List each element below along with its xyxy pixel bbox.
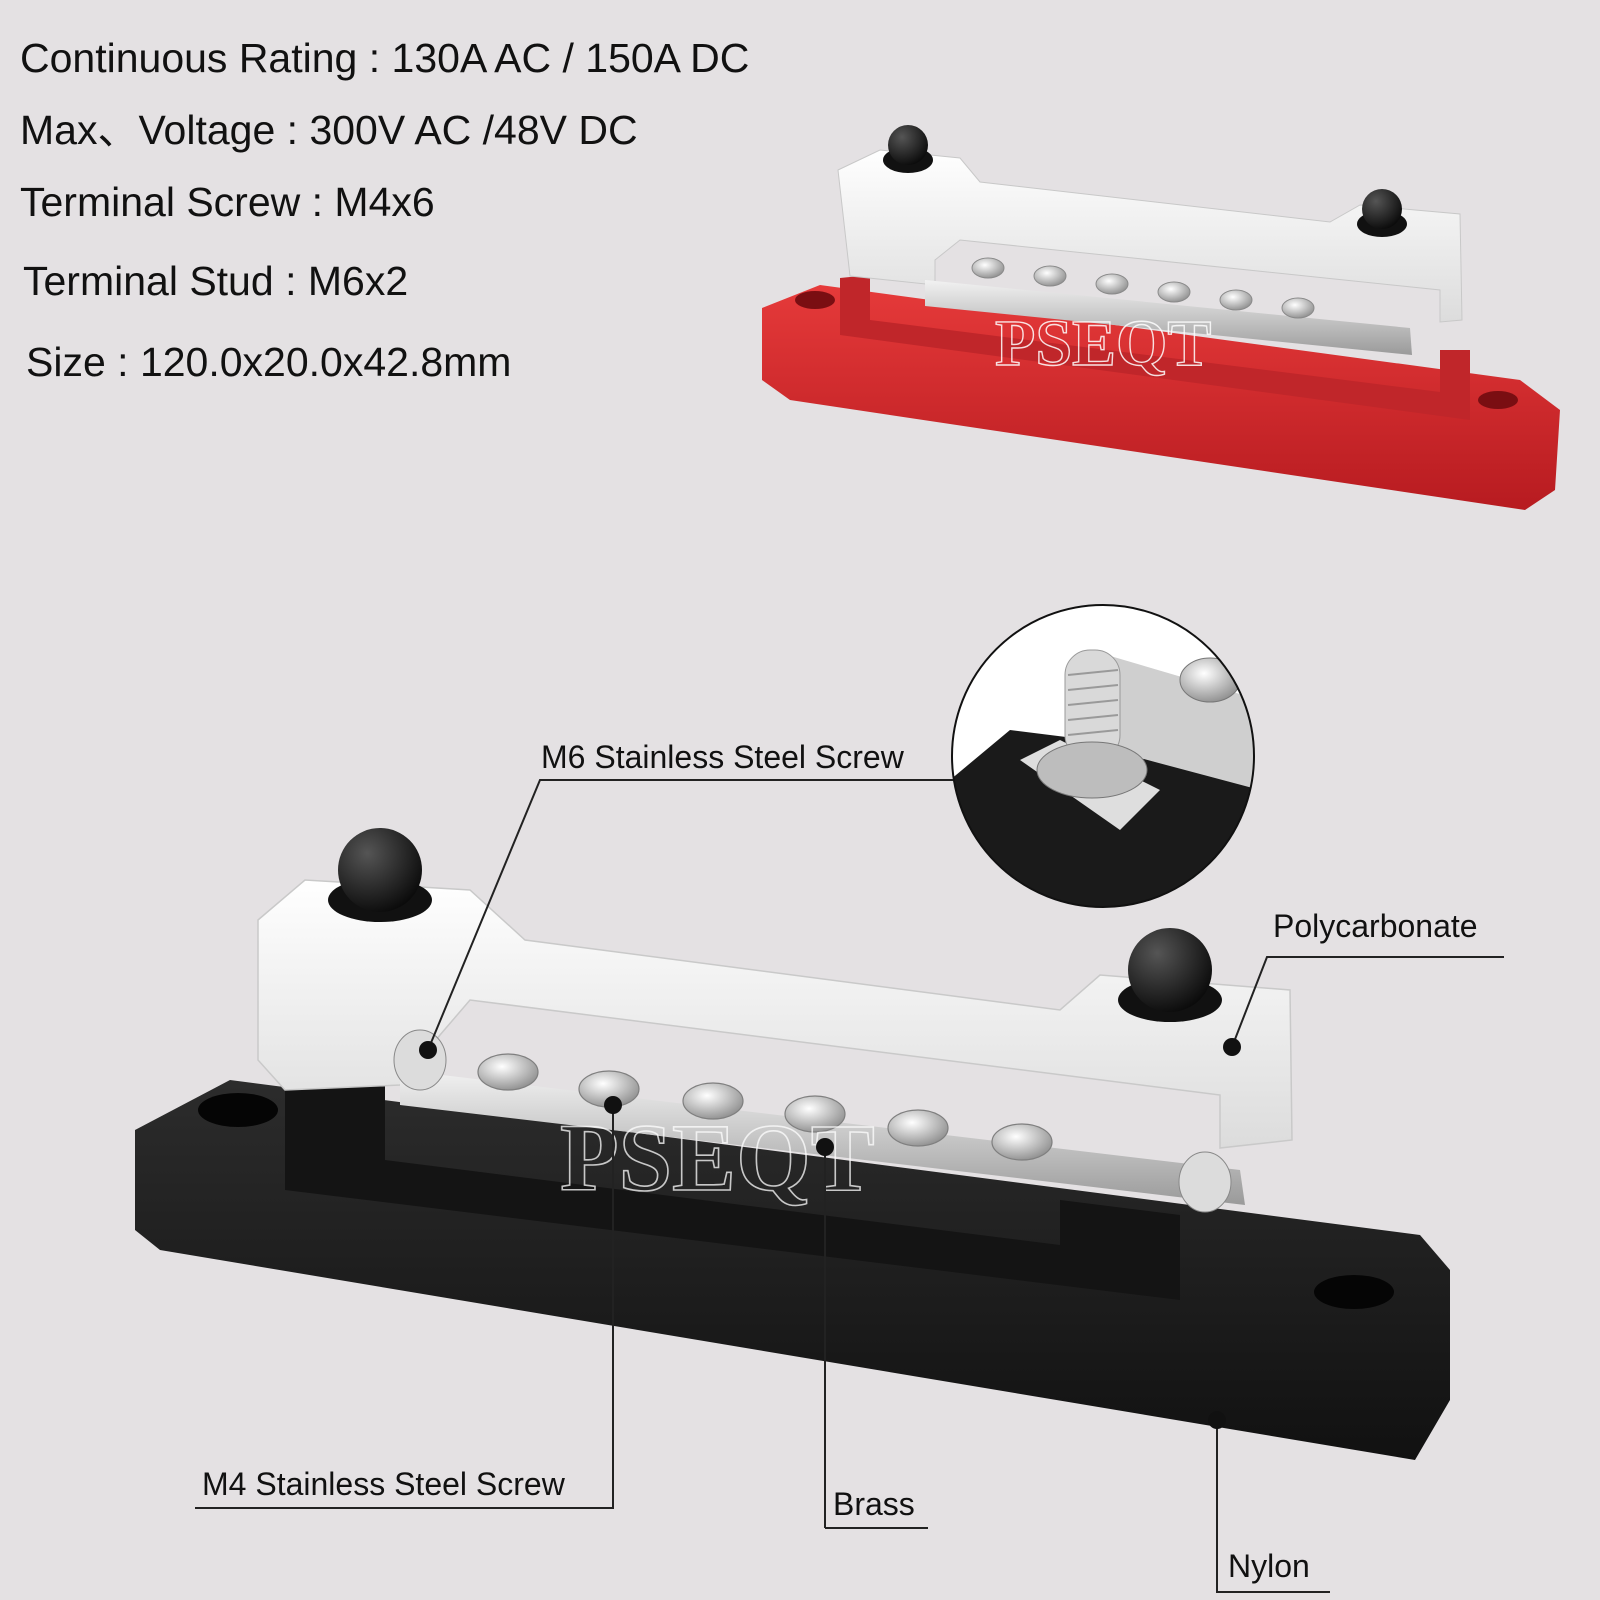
spec-value: 300V AC /48V DC [309, 107, 638, 153]
callout-polycarbonate: Polycarbonate [1273, 908, 1478, 944]
black-busbar: PSEQT [135, 828, 1450, 1460]
spec-label: Terminal Stud [23, 258, 274, 304]
spec-label: Size [26, 339, 106, 385]
spec-max-voltage: Max、Voltage : 300V AC /48V DC [20, 107, 638, 153]
spec-value: 120.0x20.0x42.8mm [139, 339, 512, 385]
red-busbar: PSEQT [762, 125, 1560, 510]
callout-m4-stainless-steel-screw: M4 Stainless Steel Screw [202, 1466, 565, 1502]
spec-value: 130A AC / 150A DC [391, 35, 750, 81]
spec-value: M6x2 [307, 258, 409, 304]
callout-brass: Brass [833, 1486, 915, 1522]
spec-continuous-rating: Continuous Rating : 130A AC / 150A DC [20, 35, 750, 81]
spec-terminal-stud: Terminal Stud : M6x2 [23, 258, 409, 304]
zoom-inset [951, 604, 1255, 908]
spec-value: M4x6 [334, 179, 435, 225]
callout-dots [419, 1038, 1241, 1429]
watermark-text: PSEQT [560, 1104, 875, 1211]
spec-label: Continuous Rating [20, 35, 358, 81]
callout-lines [195, 779, 1504, 1593]
callout-m6-stainless-steel-screw: M6 Stainless Steel Screw [541, 739, 904, 775]
spec-label: Terminal Screw [20, 179, 301, 225]
callout-nylon: Nylon [1228, 1548, 1310, 1584]
spec-terminal-screw: Terminal Screw : M4x6 [20, 179, 435, 225]
spec-size: Size : 120.0x20.0x42.8mm [26, 339, 512, 385]
spec-label: Max、Voltage [20, 107, 276, 153]
watermark-text: PSEQT [995, 307, 1211, 380]
